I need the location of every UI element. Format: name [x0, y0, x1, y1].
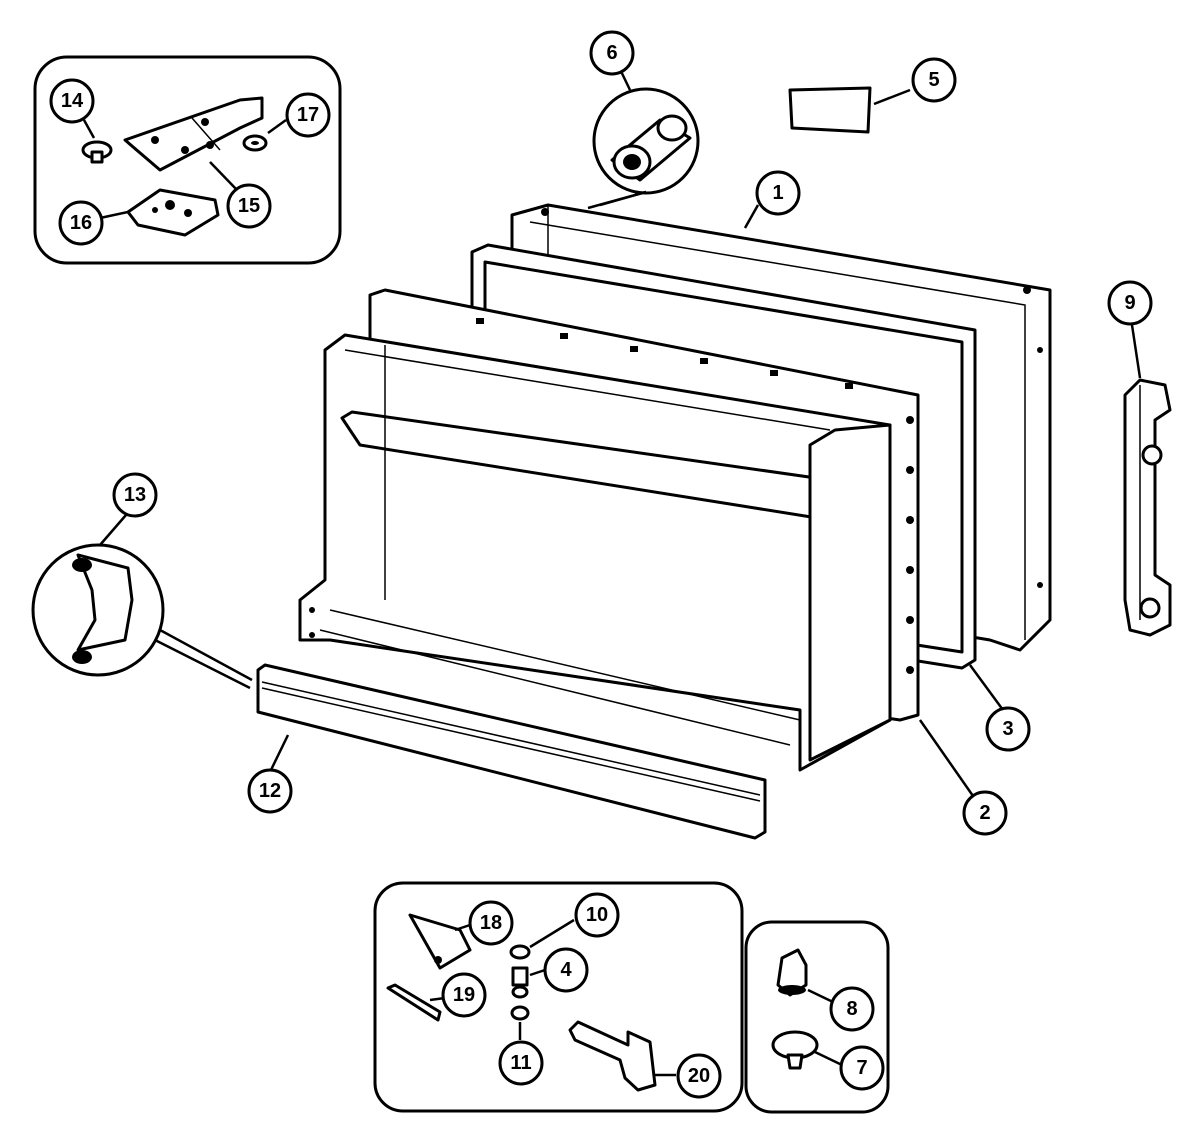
hinge-plate-shape [123, 96, 264, 172]
svg-text:13: 13 [124, 484, 146, 506]
callout-13: 13 [112, 472, 158, 518]
callout-8: 8 [829, 986, 875, 1032]
callout-9: 9 [1107, 280, 1153, 326]
svg-text:3: 3 [1002, 718, 1013, 740]
svg-text:17: 17 [297, 104, 319, 126]
hardware-inset [373, 881, 744, 1113]
callout-6: 6 [589, 30, 635, 76]
callout-1: 1 [755, 170, 801, 216]
callout-4: 4 [543, 947, 589, 993]
svg-text:18: 18 [480, 912, 502, 934]
callout-18: 18 [468, 900, 514, 946]
callout-17: 17 [285, 92, 331, 138]
callout-11: 11 [498, 1040, 544, 1086]
trim-clip-detail [31, 514, 253, 690]
callout-15: 15 [226, 183, 272, 229]
svg-text:16: 16 [70, 212, 92, 234]
callout-10: 10 [574, 892, 620, 938]
svg-text:14: 14 [61, 90, 84, 112]
svg-text:6: 6 [606, 42, 617, 64]
svg-text:11: 11 [510, 1052, 531, 1074]
svg-text:15: 15 [238, 195, 260, 217]
svg-text:8: 8 [846, 998, 857, 1020]
svg-text:2: 2 [979, 802, 990, 824]
svg-text:20: 20 [688, 1065, 710, 1087]
svg-text:5: 5 [928, 69, 939, 91]
callout-2: 2 [962, 790, 1008, 836]
label-part [788, 86, 911, 134]
svg-text:9: 9 [1124, 292, 1135, 314]
callout-5: 5 [911, 57, 957, 103]
callout-20: 20 [676, 1053, 722, 1099]
bottom-trim-strip [256, 663, 767, 840]
svg-text:12: 12 [259, 780, 281, 802]
callout-19: 19 [441, 972, 487, 1018]
svg-text:4: 4 [560, 959, 572, 981]
bumper-detail [587, 64, 700, 210]
callout-16: 16 [58, 200, 104, 246]
svg-text:1: 1 [772, 182, 783, 204]
callout-3: 3 [985, 706, 1031, 752]
callout-12: 12 [247, 768, 293, 814]
door-bin [298, 333, 892, 772]
callout-7: 7 [839, 1045, 885, 1091]
svg-text:10: 10 [586, 904, 608, 926]
svg-text:19: 19 [453, 984, 475, 1006]
door-handle [1123, 324, 1172, 637]
callout-14: 14 [49, 78, 95, 124]
svg-text:7: 7 [856, 1057, 867, 1079]
